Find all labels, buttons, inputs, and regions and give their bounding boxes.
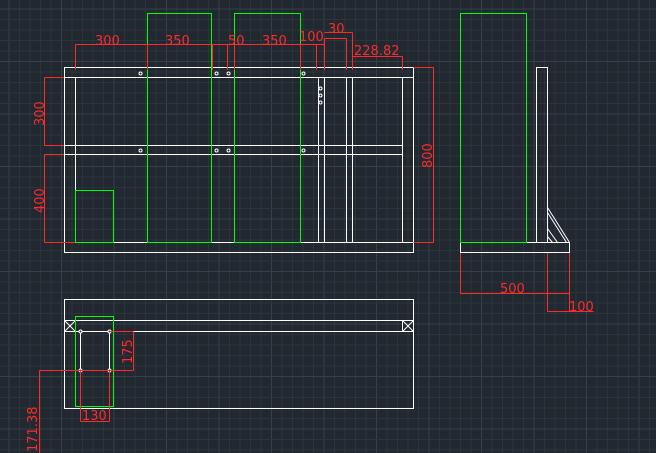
dimension-label-171-38: 171.38	[26, 407, 41, 453]
dimension-label-350-a: 350	[165, 34, 190, 49]
cross-mark-right	[402, 320, 414, 332]
hole	[138, 71, 143, 76]
dimension-label-300-top: 300	[95, 34, 120, 49]
green-panel-1[interactable]	[147, 13, 212, 243]
hole	[226, 71, 231, 76]
dimension-label-400-left: 400	[33, 188, 48, 213]
dimension-label-800-right: 800	[421, 143, 436, 168]
side-view-dimension-lines	[460, 253, 594, 312]
hole	[138, 148, 143, 153]
top-view-dimension-lines	[39, 331, 134, 453]
dimension-label-100-side: 100	[569, 300, 594, 315]
top-view-dimension-labels: 175 130 171.38	[26, 339, 136, 452]
top-outer[interactable]	[64, 299, 414, 409]
green-panel-2[interactable]	[234, 13, 301, 243]
front-view-holes	[138, 71, 323, 153]
hole	[226, 148, 231, 153]
front-view-green-parts[interactable]	[75, 13, 301, 243]
top-green-box[interactable]	[75, 316, 114, 407]
dimension-label-500: 500	[500, 282, 525, 297]
hole	[318, 100, 323, 105]
hole	[301, 148, 306, 153]
dimension-label-100-top: 100	[299, 30, 324, 45]
dimension-label-228-82: 228.82	[354, 44, 400, 59]
front-view-dimension-lines	[44, 32, 434, 243]
dimension-label-175: 175	[121, 339, 136, 364]
side-brace[interactable]	[547, 207, 570, 243]
hole	[214, 71, 219, 76]
side-view-dimension-labels: 500 100	[500, 282, 594, 315]
green-box[interactable]	[75, 190, 114, 243]
side-green-panel[interactable]	[460, 13, 527, 243]
dimension-label-30: 30	[328, 22, 345, 37]
dimension-label-130: 130	[82, 409, 107, 424]
dimension-label-300-left: 300	[33, 101, 48, 126]
hole	[318, 93, 323, 98]
side-upright[interactable]	[536, 67, 548, 243]
front-view-dimension-labels: 300 350 50 350 100 30 228.82 300 400 800	[33, 22, 436, 213]
dimension-label-350-b: 350	[262, 34, 287, 49]
front-view[interactable]	[64, 67, 414, 253]
dimension-label-50: 50	[228, 34, 245, 49]
hole	[214, 148, 219, 153]
frame-outer[interactable]	[64, 67, 414, 253]
hole	[318, 86, 323, 91]
hole	[301, 71, 306, 76]
